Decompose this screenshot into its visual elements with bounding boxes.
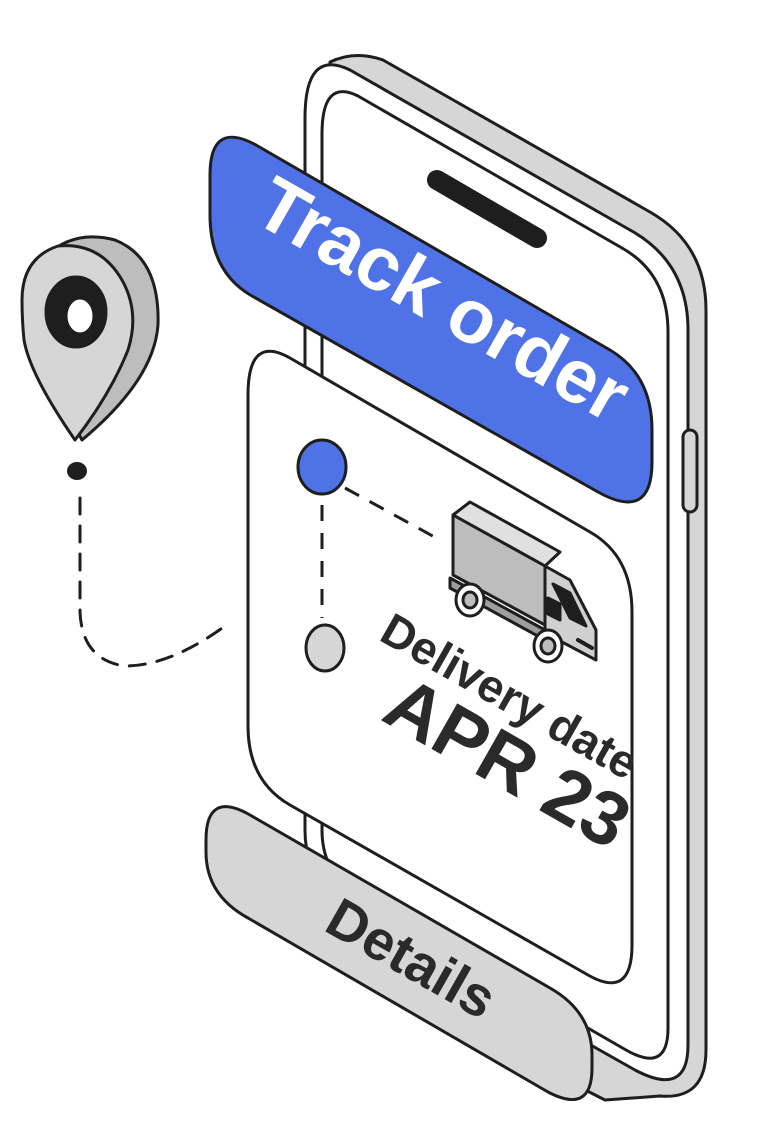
route-start-node	[296, 438, 348, 496]
route-path	[320, 486, 441, 618]
delivery-truck-icon	[448, 500, 598, 664]
location-pin-icon	[20, 235, 160, 442]
speaker-slot	[427, 170, 547, 248]
route-end-node	[304, 623, 346, 673]
tracking-card: Delivery date APR 23	[246, 349, 647, 985]
side-button[interactable]	[681, 428, 699, 514]
pin-route-path	[67, 462, 227, 668]
